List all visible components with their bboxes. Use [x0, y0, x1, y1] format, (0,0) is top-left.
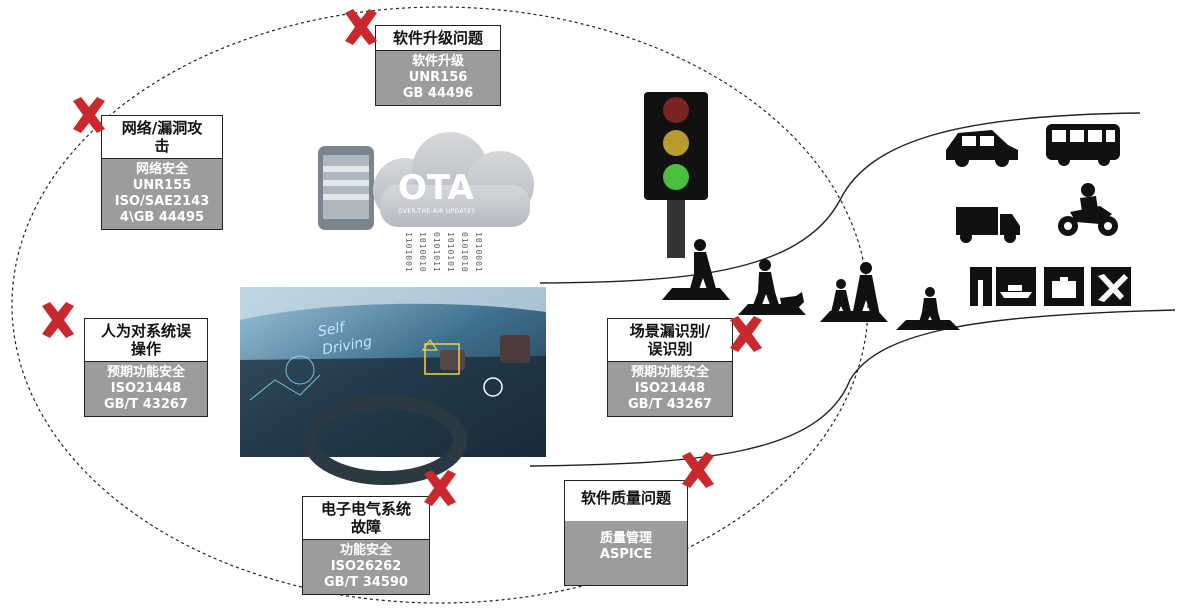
- card-human-misuse: 人为对系统误 操作 预期功能安全 ISO21448 GB/T 43267: [84, 318, 208, 417]
- child-icon: [896, 287, 960, 330]
- card-title: 场景漏识别/ 误识别: [608, 319, 732, 362]
- ship-icon: [996, 267, 1036, 306]
- tools-icon: [1091, 267, 1131, 306]
- pedestrian-icon: [662, 239, 730, 300]
- card-standards: 质量管理 ASPICE: [565, 521, 687, 585]
- card-standards: 功能安全 ISO26262 GB/T 34590: [303, 540, 429, 594]
- close-icon: [682, 452, 714, 488]
- close-icon: [73, 97, 105, 133]
- card-standards: 软件升级 UNR156 GB 44496: [376, 51, 500, 105]
- traffic-light-icon: [644, 92, 708, 258]
- dog-walker-icon: [738, 259, 806, 315]
- close-icon: [42, 302, 74, 338]
- motorcycle-icon: [1058, 183, 1118, 236]
- close-icon: [424, 470, 456, 506]
- hazard-icon-row: [970, 267, 1131, 306]
- car-icon: [946, 130, 1018, 167]
- card-scenario-recognition: 场景漏识别/ 误识别 预期功能安全 ISO21448 GB/T 43267: [607, 318, 733, 417]
- toolbox-icon: [1044, 267, 1084, 306]
- card-network-attack: 网络/漏洞攻 击 网络安全 UNR155 ISO/SAE2143 4\GB 44…: [101, 115, 223, 230]
- close-icon: [730, 316, 762, 352]
- pedestrian-group: [662, 239, 960, 330]
- card-software-update: 软件升级问题 软件升级 UNR156 GB 44496: [375, 25, 501, 106]
- tunnel-icon: [970, 267, 992, 306]
- bit-string: 0101010: [460, 232, 469, 273]
- bit-string: 1010101: [446, 232, 455, 273]
- ota-label: OTA: [398, 168, 474, 208]
- card-title: 软件升级问题: [376, 26, 500, 51]
- bit-string: 1010001: [474, 232, 483, 273]
- ota-subtitle: OVER-THE-AIR UPDATES: [398, 208, 476, 215]
- close-icon: [345, 9, 377, 45]
- bit-string: 1101001: [404, 232, 413, 273]
- card-electrical-fault: 电子电气系统 故障 功能安全 ISO26262 GB/T 34590: [302, 496, 430, 595]
- bus-icon: [1046, 124, 1120, 166]
- card-standards: 预期功能安全 ISO21448 GB/T 43267: [608, 362, 732, 416]
- cloud-icon: [373, 132, 534, 227]
- card-title: 网络/漏洞攻 击: [102, 116, 222, 159]
- card-software-quality: 软件质量问题 质量管理 ASPICE: [564, 480, 688, 586]
- car-interior-image: [240, 287, 546, 485]
- road-lower-line: [529, 309, 1176, 467]
- vehicle-group: [946, 124, 1120, 243]
- card-title: 软件质量问题: [565, 481, 687, 510]
- bit-string: 1010010: [418, 232, 427, 273]
- phone-icon: [318, 146, 374, 230]
- bit-string: 0101011: [432, 232, 441, 273]
- truck-icon: [956, 207, 1020, 243]
- family-icon: [820, 262, 888, 322]
- card-title: 电子电气系统 故障: [303, 497, 429, 540]
- card-standards: 网络安全 UNR155 ISO/SAE2143 4\GB 44495: [102, 159, 222, 229]
- card-title: 人为对系统误 操作: [85, 319, 207, 362]
- card-standards: 预期功能安全 ISO21448 GB/T 43267: [85, 362, 207, 416]
- road-upper-line: [539, 112, 1141, 284]
